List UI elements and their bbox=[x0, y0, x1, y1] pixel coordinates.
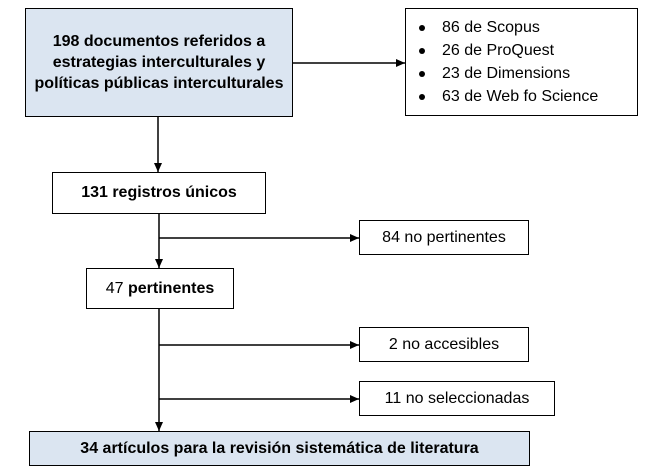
source-item: 26 de ProQuest bbox=[406, 39, 598, 62]
unique-records-text: 131 registros únicos bbox=[81, 184, 237, 201]
source-item: 23 de Dimensions bbox=[406, 62, 598, 85]
source-item: 63 de Web fo Science bbox=[406, 85, 598, 108]
not-relevant-text: 84 no pertinentes bbox=[382, 228, 506, 246]
source-item: 86 de Scopus bbox=[406, 16, 598, 39]
not-selected-text: 11 no seleccionadas bbox=[384, 389, 530, 407]
relevant-text: 47 pertinentes bbox=[106, 280, 215, 298]
initial-documents-box: 198 documentos referidos a estrategias i… bbox=[25, 8, 293, 117]
relevant-count: 47 bbox=[105, 279, 124, 297]
not-relevant-box: 84 no pertinentes bbox=[359, 220, 529, 255]
sources-list: 86 de Scopus 26 de ProQuest 23 de Dimens… bbox=[406, 16, 598, 108]
not-accessible-box: 2 no accesibles bbox=[359, 327, 529, 362]
final-articles-text: 34 artículos para la revisión sistemátic… bbox=[80, 439, 479, 457]
sources-box: 86 de Scopus 26 de ProQuest 23 de Dimens… bbox=[405, 8, 638, 116]
not-accessible-text: 2 no accesibles bbox=[388, 335, 500, 353]
relevant-label: pertinentes bbox=[128, 279, 215, 297]
final-articles-box: 34 artículos para la revisión sistemátic… bbox=[29, 431, 530, 466]
relevant-box: 47 pertinentes bbox=[86, 268, 234, 309]
not-selected-box: 11 no seleccionadas bbox=[359, 381, 555, 416]
unique-records-box: 131 registros únicos bbox=[52, 172, 266, 214]
initial-documents-text: 198 documentos referidos a estrategias i… bbox=[34, 33, 284, 92]
